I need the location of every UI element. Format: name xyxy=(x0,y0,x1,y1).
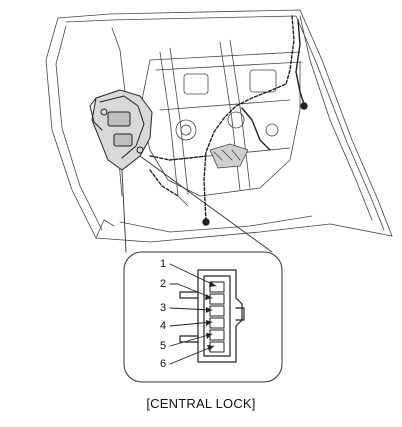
connector-pin-3 xyxy=(209,305,225,317)
pin-label-6: 6 xyxy=(160,358,167,370)
door-panel-outline xyxy=(45,9,393,243)
connector-pin-4 xyxy=(209,317,225,329)
connector-pin-1 xyxy=(209,281,225,293)
pin-label-4: 4 xyxy=(160,320,167,332)
callout-lines xyxy=(121,155,273,253)
connector-pins xyxy=(209,281,225,353)
connector-pin-2 xyxy=(209,293,225,305)
pin-leader-arrows xyxy=(205,281,216,351)
window-regulator xyxy=(139,39,303,207)
pin-leader-lines xyxy=(169,263,217,365)
callout-box xyxy=(123,251,283,383)
central-lock-actuator xyxy=(89,89,153,171)
connector-body xyxy=(179,269,245,363)
pin-label-5: 5 xyxy=(160,340,167,352)
diagram-caption: [CENTRAL LOCK] xyxy=(146,396,256,411)
pin-label-3: 3 xyxy=(160,302,167,314)
pin-label-1: 1 xyxy=(160,258,167,270)
pin-label-2: 2 xyxy=(160,278,167,290)
connector-pin-5 xyxy=(209,329,225,341)
wiring-harness xyxy=(149,15,308,226)
